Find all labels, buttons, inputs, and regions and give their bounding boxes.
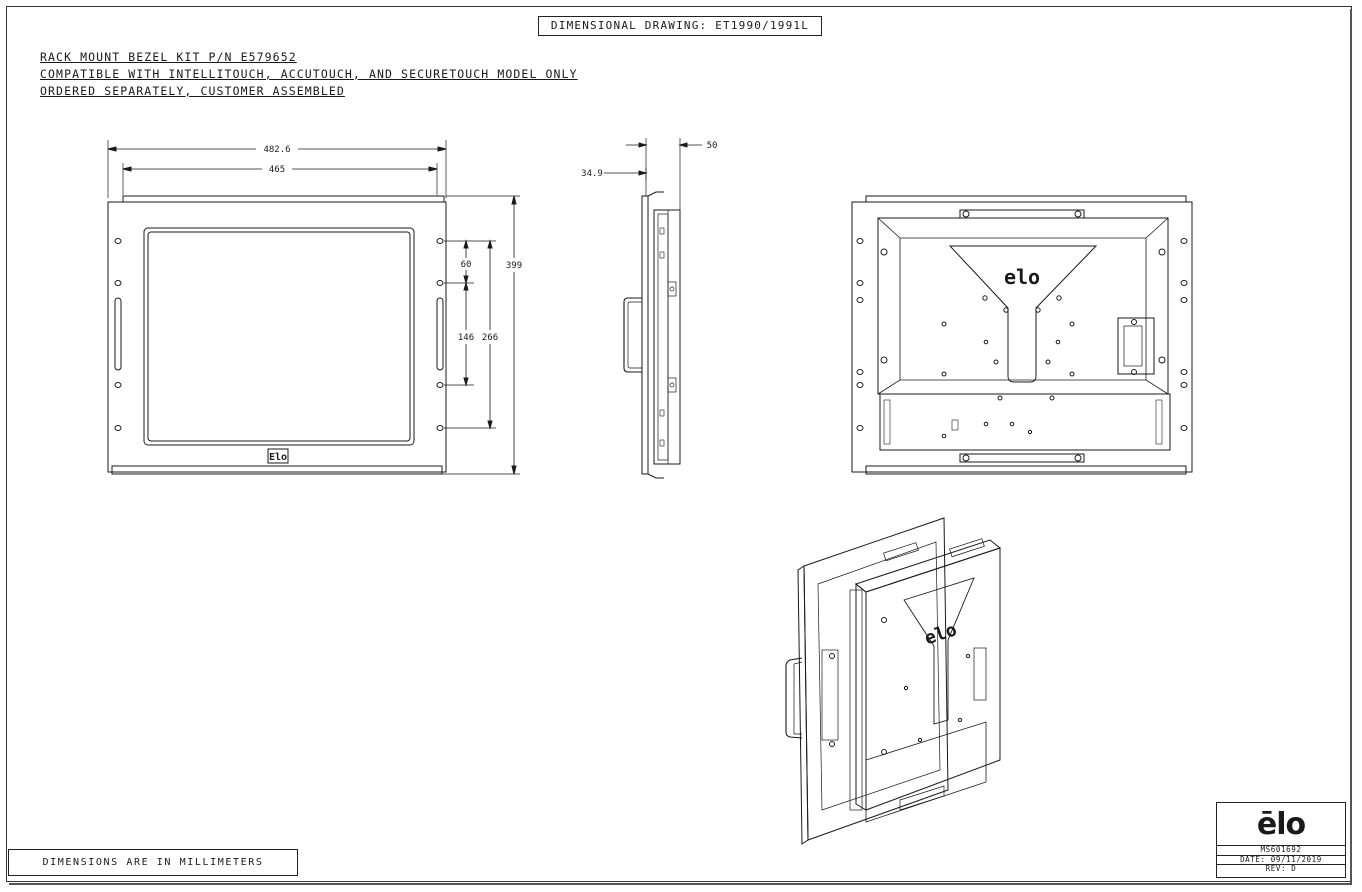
side-handle	[623, 297, 642, 373]
back-vesa-plate	[948, 245, 1098, 383]
dim-slot-146: 146	[458, 333, 474, 343]
back-view: elo	[851, 195, 1193, 475]
drawing-title: DIMENSIONAL DRAWING: ET1990/1991L	[538, 16, 822, 36]
units-note: DIMENSIONS ARE IN MILLIMETERS	[8, 849, 298, 876]
mount-hole	[436, 280, 444, 286]
back-logo: elo	[1004, 265, 1040, 289]
drawing-frame-shadow	[9, 9, 1352, 885]
back-bezel	[851, 201, 1193, 473]
mount-hole	[436, 425, 444, 431]
dim-inner-width: 465	[269, 165, 285, 175]
isometric-view: elo	[785, 517, 1002, 845]
dim-slot-266: 266	[482, 333, 498, 343]
front-view: Elo 482.6 465 399 60 146	[107, 140, 522, 475]
iso-handle	[785, 657, 803, 739]
iso-logo: elo	[922, 619, 959, 649]
iso-chassis-top	[854, 539, 1002, 593]
dim-slot-60: 60	[461, 260, 472, 270]
mount-hole	[114, 238, 122, 244]
side-bezel-plate	[641, 195, 649, 475]
front-screen-outer	[143, 227, 415, 446]
handle-slot-right	[436, 297, 444, 371]
front-logo-box	[267, 448, 289, 464]
mount-hole	[114, 280, 122, 286]
note-compatibility: COMPATIBLE WITH INTELLITOUCH, ACCUTOUCH,…	[40, 67, 578, 81]
side-chassis	[653, 209, 681, 465]
handle-slot-left	[114, 297, 122, 371]
iso-chassis-back	[865, 547, 1001, 811]
front-top-rail	[122, 195, 445, 203]
note-kit-part-number: RACK MOUNT BEZEL KIT P/N E579652	[40, 50, 297, 64]
doc-number: MS601692	[1217, 845, 1345, 856]
doc-date: DATE: 09/11/2019	[1217, 855, 1345, 865]
note-ordering: ORDERED SEPARATELY, CUSTOMER ASSEMBLED	[40, 84, 345, 98]
dim-depth-34-9: 34.9	[581, 169, 603, 179]
front-bezel	[107, 201, 447, 473]
dim-depth-50: 50	[707, 141, 718, 151]
elo-logo: ēlo	[1217, 803, 1345, 846]
back-chassis	[877, 217, 1169, 395]
dim-overall-width: 482.6	[263, 145, 290, 155]
front-screen-inner	[147, 231, 411, 442]
mount-hole	[114, 382, 122, 388]
mount-hole	[436, 382, 444, 388]
doc-revision: REV: D	[1265, 864, 1297, 873]
dim-height: 399	[506, 261, 522, 271]
mount-hole	[436, 238, 444, 244]
front-bottom-lip	[111, 465, 443, 475]
front-logo: Elo	[269, 452, 287, 463]
side-view: 50 34.9	[581, 138, 718, 479]
title-block: ēlo MS601692 DATE: 09/11/2019 REV: D	[1216, 802, 1346, 878]
mount-hole	[114, 425, 122, 431]
back-top-rail	[865, 195, 1187, 203]
